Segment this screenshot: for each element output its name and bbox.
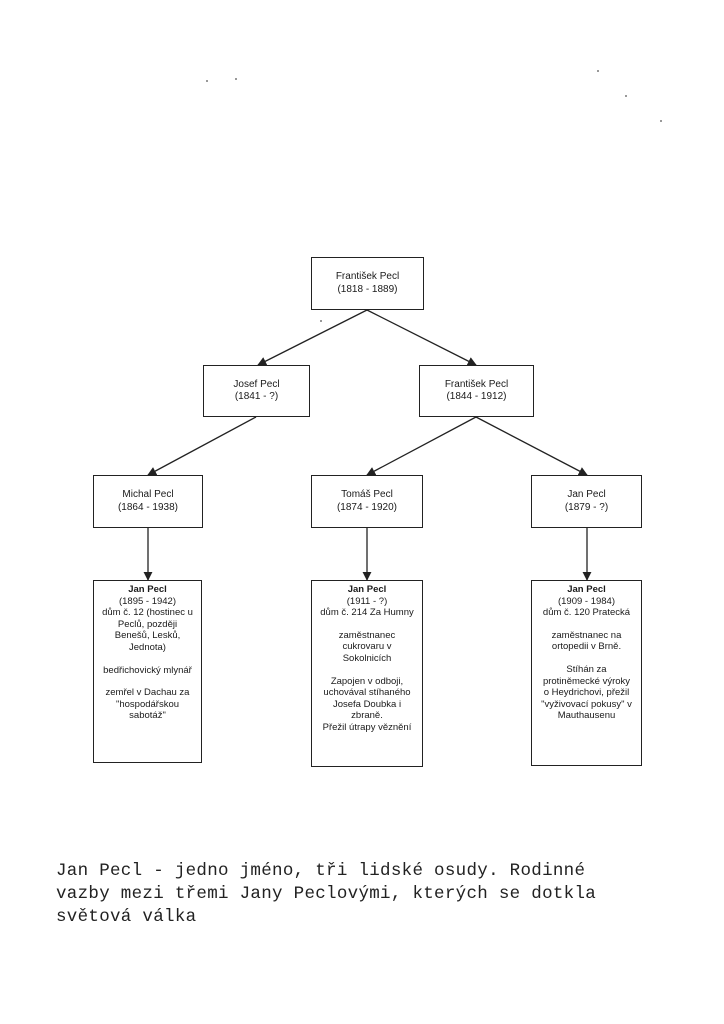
node-dates: (1874 - 1920) — [336, 501, 398, 513]
node-name: Josef Pecl — [233, 378, 280, 390]
leaf-lines: (1911 - ?)dům č. 214 Za Humny zaměstnanec… — [314, 596, 420, 734]
node-frantisek-pecl-1844: František Pecl (1844 - 1912) — [419, 365, 534, 417]
leaf-jan-pecl-1895: Jan Pecl (1895 - 1942)dům č. 12 (hostine… — [93, 580, 202, 763]
leaf-text-line: (1895 - 1942) — [118, 595, 177, 607]
leaf-text-line: ortopedii v Brně. — [551, 641, 622, 653]
node-name: František Pecl — [444, 378, 509, 390]
node-josef-pecl: Josef Pecl (1841 - ?) — [203, 365, 310, 417]
edge-josef-michal — [147, 416, 257, 476]
node-dates: (1864 - 1938) — [117, 501, 179, 513]
leaf-text-line: Stíhán za — [566, 663, 607, 675]
leaf-gap — [96, 676, 199, 687]
leaf-gap — [96, 654, 199, 665]
leaf-text-line: cukrovaru v — [342, 641, 392, 653]
leaf-name: Jan Pecl — [347, 584, 387, 595]
scan-speck — [625, 95, 627, 97]
leaf-text-line: dům č. 214 Za Humny — [320, 607, 414, 619]
leaf-gap — [314, 619, 420, 630]
leaf-text-line: Josefa Doubka i — [332, 698, 402, 710]
node-dates: (1844 - 1912) — [446, 391, 507, 402]
leaf-text-line: Mauthausenu — [557, 710, 616, 722]
caption-line: Jan Pecl - jedno jméno, tři lidské osudy… — [56, 861, 586, 881]
leaf-name: Jan Pecl — [567, 584, 606, 595]
leaf-text-line: Sokolnicích — [342, 652, 392, 664]
leaf-text-line: Přežil útrapy věznění — [322, 721, 412, 733]
edge-root-frantisek — [366, 309, 477, 366]
node-dates: (1841 - ?) — [234, 391, 279, 402]
leaf-text-line: protiněmecké výroky — [542, 675, 631, 687]
node-tomas-pecl: Tomáš Pecl (1874 - 1920) — [311, 475, 423, 528]
leaf-text-line: zaměstnanec — [338, 629, 396, 641]
leaf-gap — [534, 619, 639, 630]
caption-line: vazby mezi třemi Jany Peclovými, kterých… — [56, 884, 597, 904]
scan-speck — [597, 70, 599, 72]
node-name: František Pecl — [335, 271, 400, 282]
leaf-text-line: zbraně. — [351, 710, 383, 722]
node-frantisek-pecl-1818: František Pecl (1818 - 1889) — [311, 257, 424, 310]
caption-line: světová válka — [56, 907, 197, 927]
node-name: Jan Pecl — [567, 489, 606, 500]
leaf-text-line: zemřel v Dachau za — [105, 687, 190, 699]
leaf-jan-pecl-1911: Jan Pecl (1911 - ?)dům č. 214 Za Humny za… — [311, 580, 423, 767]
leaf-text-line: dům č. 120 Pratecká — [542, 607, 631, 619]
scan-speck — [235, 78, 237, 80]
leaf-text-line: Jednota) — [129, 641, 166, 653]
leaf-text-line: Benešů, Lesků, — [114, 630, 181, 642]
leaf-text-line: uchovával stíhaného — [323, 687, 411, 699]
node-name: Michal Pecl — [122, 489, 174, 500]
edge-frantisek-tomas — [366, 416, 477, 476]
leaf-text-line: (1909 - 1984) — [557, 595, 616, 607]
node-michal-pecl: Michal Pecl (1864 - 1938) — [93, 475, 203, 528]
leaf-lines: (1909 - 1984)dům č. 120 Pratecká zaměstna… — [534, 596, 639, 722]
leaf-text-line: sabotáž" — [129, 710, 166, 722]
leaf-text-line: (1911 - ?) — [346, 595, 388, 607]
scan-speck — [206, 80, 208, 82]
leaf-name: Jan Pecl — [128, 584, 167, 595]
leaf-text-line: zaměstnanec na — [551, 629, 622, 641]
node-name: Tomáš Pecl — [341, 489, 393, 500]
leaf-text-line: "vyživovací pokusy" v — [541, 698, 632, 710]
node-dates: (1879 - ?) — [564, 501, 609, 513]
node-dates: (1818 - 1889) — [337, 283, 398, 295]
leaf-text-line: dům č. 12 (hostinec u — [102, 607, 193, 619]
edge-frantisek-jan — [475, 416, 588, 476]
leaf-text-line: "hospodářskou — [115, 698, 180, 710]
leaf-gap — [534, 653, 639, 664]
caption: Jan Pecl - jedno jméno, tři lidské osudy… — [56, 860, 696, 929]
leaf-text-line: Peclů, později — [117, 618, 178, 630]
scan-speck — [320, 320, 322, 322]
leaf-text-line: o Heydrichovi, přežil — [543, 687, 630, 699]
edge-root-josef — [257, 309, 368, 366]
leaf-jan-pecl-1909: Jan Pecl (1909 - 1984)dům č. 120 Prateck… — [531, 580, 642, 766]
leaf-gap — [314, 665, 420, 676]
leaf-text-line: Zapojen v odboji, — [330, 675, 404, 687]
node-jan-pecl-1879: Jan Pecl (1879 - ?) — [531, 475, 642, 528]
leaf-text-line: bedřichovický mlynář — [103, 664, 192, 676]
scan-speck — [660, 120, 662, 122]
